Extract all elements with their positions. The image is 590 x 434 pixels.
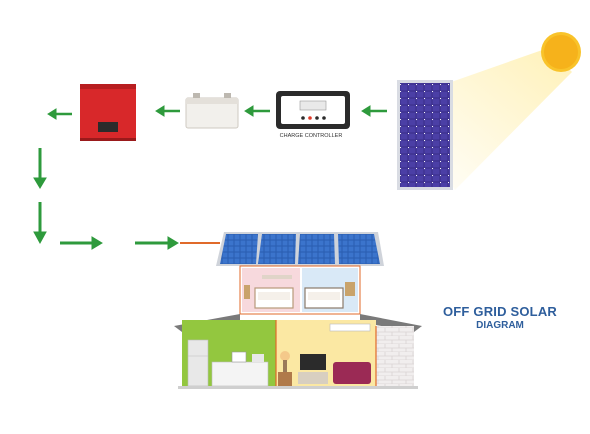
flow-arrow-icon [33, 105, 387, 250]
sun-icon [541, 32, 581, 72]
house-icon [174, 232, 422, 389]
diagram-subtitle: DIAGRAM [476, 320, 524, 331]
charge-controller-icon [276, 91, 350, 129]
inverter-icon [80, 84, 136, 141]
battery-icon [185, 93, 239, 129]
charge-controller-label: CHARGE CONTROLLER [279, 133, 343, 139]
solar-panel-icon [397, 80, 453, 190]
diagram-title: OFF GRID SOLAR [442, 304, 558, 319]
